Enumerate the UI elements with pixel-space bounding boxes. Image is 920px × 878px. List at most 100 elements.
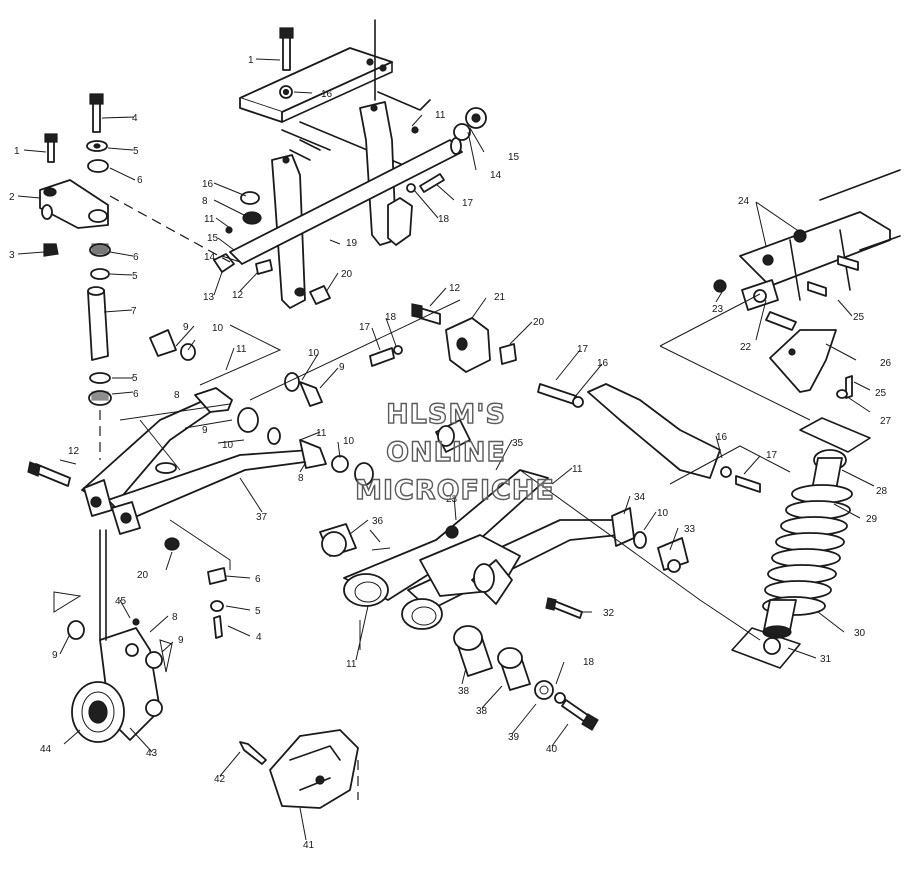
callout-8: 8 (202, 196, 208, 207)
callout-10: 10 (657, 508, 669, 519)
callout-9: 9 (178, 635, 184, 646)
callout-17: 17 (577, 344, 589, 355)
callout-30: 30 (854, 628, 866, 639)
lower-pivot-hardware (453, 597, 599, 731)
left-upper-mount-stack (39, 93, 112, 406)
callout-9: 9 (183, 322, 189, 333)
callout-9: 9 (202, 425, 208, 436)
shock-spring (762, 484, 853, 616)
callout-23: 23 (446, 494, 458, 505)
steering-knuckle (67, 529, 227, 743)
callout-11: 11 (435, 110, 446, 121)
callout-28: 28 (876, 486, 888, 497)
callout-2: 2 (9, 192, 15, 203)
leader-lines (17, 58, 875, 841)
callout-17: 17 (766, 450, 778, 461)
callout-15: 15 (508, 152, 520, 163)
callout-1: 1 (248, 55, 254, 66)
callout-15: 15 (207, 233, 219, 244)
watermark-line-1: HLSM'S (386, 399, 506, 430)
callout-20: 20 (533, 317, 545, 328)
callout-18: 18 (438, 214, 450, 225)
callout-39: 39 (508, 732, 520, 743)
callout-8: 8 (172, 612, 178, 623)
callout-20: 20 (137, 570, 149, 581)
callout-8: 8 (298, 473, 304, 484)
callout-14: 14 (204, 252, 216, 263)
callout-33: 33 (684, 524, 696, 535)
callout-41: 41 (303, 840, 315, 851)
callout-10: 10 (343, 436, 355, 447)
callout-19: 19 (346, 238, 358, 249)
callout-38: 38 (476, 706, 488, 717)
callout-3: 3 (9, 250, 15, 261)
callout-11: 11 (236, 344, 247, 355)
callout-25: 25 (875, 388, 887, 399)
callout-11: 11 (346, 659, 357, 670)
frame-crossmember (213, 19, 487, 309)
callout-4: 4 (132, 113, 138, 124)
callout-43: 43 (146, 748, 158, 759)
callout-5: 5 (132, 271, 138, 282)
callout-7: 7 (131, 306, 137, 317)
callout-31: 31 (820, 654, 832, 665)
callout-22: 22 (740, 342, 752, 353)
watermark-line-3: MICROFICHE (355, 475, 555, 506)
callout-6: 6 (133, 252, 139, 263)
callout-1: 1 (14, 146, 20, 157)
callout-5: 5 (255, 606, 261, 617)
shock-absorber (731, 417, 871, 669)
callout-18: 18 (583, 657, 595, 668)
callout-44: 44 (40, 744, 52, 755)
callout-4: 4 (256, 632, 262, 643)
callout-35: 35 (512, 438, 524, 449)
callout-11: 11 (572, 464, 583, 475)
callout-38: 38 (458, 686, 470, 697)
callout-10: 10 (308, 348, 320, 359)
callout-6: 6 (133, 389, 139, 400)
lower-a-arm (319, 419, 689, 630)
callout-12: 12 (449, 283, 461, 294)
right-link-arm (537, 383, 761, 493)
callout-12: 12 (232, 290, 244, 301)
callout-6: 6 (255, 574, 261, 585)
callout-5: 5 (132, 373, 138, 384)
callout-11: 11 (204, 214, 215, 225)
callout-6: 6 (137, 175, 143, 186)
callout-9: 9 (339, 362, 345, 373)
callout-8: 8 (174, 390, 180, 401)
callout-5: 5 (133, 146, 139, 157)
callout-32: 32 (603, 608, 615, 619)
callout-16: 16 (321, 89, 333, 100)
right-frame-mount (713, 169, 901, 399)
skid-guard (239, 729, 359, 809)
callout-10: 10 (222, 440, 234, 451)
callout-37: 37 (256, 512, 268, 523)
callout-25: 25 (853, 312, 865, 323)
callout-23: 23 (712, 304, 724, 315)
callout-26: 26 (880, 358, 892, 369)
callout-16: 16 (716, 432, 728, 443)
callout-11: 11 (316, 428, 327, 439)
callout-40: 40 (546, 744, 558, 755)
callout-17: 17 (462, 198, 474, 209)
watermark: HLSM'S ONLINE MICROFICHE (354, 398, 555, 506)
callout-21: 21 (494, 292, 506, 303)
callout-36: 36 (372, 516, 384, 527)
callout-27: 27 (880, 416, 892, 427)
callout-34: 34 (634, 492, 646, 503)
callout-29: 29 (866, 514, 878, 525)
callout-45: 45 (115, 596, 127, 607)
callout-14: 14 (490, 170, 502, 181)
callout-42: 42 (214, 774, 226, 785)
callout-18: 18 (385, 312, 397, 323)
callout-12: 12 (68, 446, 80, 457)
callout-24: 24 (738, 196, 750, 207)
watermark-line-2: ONLINE (386, 437, 506, 468)
callout-9: 9 (52, 650, 58, 661)
upper-a-arm (81, 387, 321, 535)
reference-lines (53, 195, 811, 800)
callout-16: 16 (597, 358, 609, 369)
